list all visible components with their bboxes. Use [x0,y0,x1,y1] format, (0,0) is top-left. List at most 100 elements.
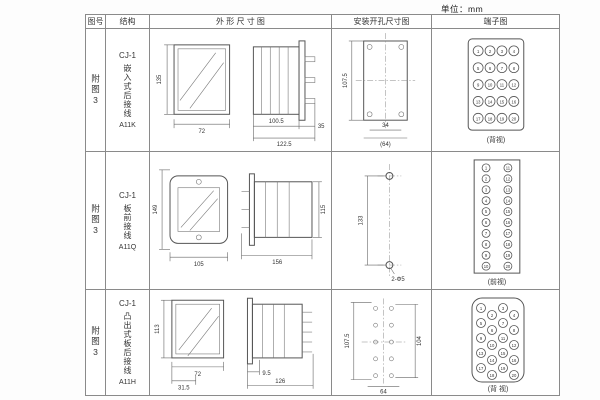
terminal-number: 6 [491,328,494,333]
terminal-circle [509,370,519,380]
panel-cutout-drawing [355,33,416,129]
terminal-number: 15 [506,209,511,214]
terminal-number: 1 [480,306,483,311]
terminal-number: 9 [480,336,483,341]
terminal-circle [498,333,508,343]
side-view-drawing [241,173,313,246]
terminal-number: 5 [477,66,480,71]
terminal-number: 16 [512,358,517,363]
terminal-number: 10 [488,83,493,88]
terminal-number: 11 [501,336,506,341]
structure-text: 板前接线 [123,203,132,240]
terminal-number: 14 [506,198,511,203]
structure-row3: CJ-1 凸出式板后接线 A11H [106,290,150,395]
terminal-number: 4 [513,313,516,318]
terminal-circle [481,174,491,184]
terminal-number: 16 [506,220,511,225]
terminal-number: 13 [476,99,481,104]
terminal-circle [472,112,484,124]
dim-pin-length: 9.5 [262,371,271,377]
dim-total-length: 122.5 [277,142,293,148]
spec-table: 图号 结构 外 形 尺 寸 图 安装开孔尺寸图 端子图 附图3 CJ-1 嵌入式… [85,14,560,396]
front-view-drawing [169,175,229,244]
terminal-circle [481,163,491,173]
terminal-number: 13 [506,187,511,192]
dim-body-length: 100.5 [269,119,285,125]
outline-drawing-a11q: 149 105 156 [153,169,327,268]
fig-no-row3: 附图3 [86,290,106,395]
hole-pattern-drawing [361,298,408,384]
outline-drawing-a11k: 135 72 100.5 [157,40,325,148]
terminal-number: 19 [506,253,511,258]
terminal-circle [503,185,513,195]
terminal-circle [484,45,496,57]
terminal-circle [484,62,496,74]
terminal-circle [484,112,496,124]
dim-overall-width: (64) [380,142,391,148]
terminal-circle [503,207,513,216]
terminal-number: 2 [485,176,488,181]
side-view-drawing [252,40,316,121]
terminal-circle [481,185,491,195]
header-terminal-diagram: 端子图 [432,15,559,29]
outline-cell-row3: 113 72 31.5 [150,290,332,395]
terminal-circle [498,348,508,358]
terminal-number: 20 [512,116,517,121]
terminal-circle [498,363,508,373]
terminal-number: 18 [488,116,493,121]
terminal-circle [498,318,508,328]
terminal-number: 5 [480,321,483,326]
fig-no-text: 附图3 [90,326,101,359]
terminal-number: 12 [512,83,517,88]
terminal-circle [481,207,491,216]
terminal-circle [508,112,520,124]
header-fig-no: 图号 [86,15,106,29]
terminal-number: 7 [502,321,505,326]
terminal-number: 4 [513,49,516,54]
terminal-number: 7 [485,231,488,236]
terminal-number: 11 [500,83,505,88]
terminal-number: 4 [485,198,488,203]
terminal-number: 15 [500,99,505,104]
dim-cutout-height: 107.5 [343,72,349,88]
terminal-number: 10 [484,264,489,269]
structure-row1: CJ-1 嵌入式后接线 A11K [106,29,150,152]
terminal-number: 12 [506,176,511,181]
terminal-number: 8 [513,328,516,333]
dim-offset: 31.5 [178,386,190,392]
dim-width: 64 [380,389,387,395]
mounting-cell-row2: 133 2-Φ5 [332,152,432,290]
dim-height-2: 104 [417,335,423,346]
dim-height: 107.5 [345,333,351,349]
terminal-number: 9 [477,83,480,88]
dim-total-length: 126 [275,379,286,385]
terminal-circle [481,250,491,260]
dim-front-width: 105 [194,262,205,268]
terminal-circle [487,340,497,350]
outline-cell-row2: 149 105 156 [150,152,332,290]
mounting-cell-row3: 107.5 104 64 [332,290,432,395]
fig-no-row1: 附图3 [86,29,106,152]
hole-size-label: 2-Φ5 [391,277,405,283]
terminal-number: 18 [490,373,495,378]
terminal-circle [509,310,519,320]
terminal-circle [509,325,519,335]
terminal-number: 3 [485,187,488,192]
terminal-circle [508,96,520,107]
terminal-number: 5 [485,209,488,214]
header-outline-dims: 外 形 尺 寸 图 [150,15,332,29]
model-code: A11K [119,122,136,129]
terminal-number: 2 [491,313,494,318]
dim-flange-depth: 35 [318,124,325,130]
terminal-block-outline [471,297,525,383]
terminal-circle [481,196,491,206]
dim-side-height: 115 [321,204,327,214]
terminal-number: 17 [506,231,511,236]
terminal-circle [481,239,491,249]
model-label: CJ-1 [119,51,136,60]
